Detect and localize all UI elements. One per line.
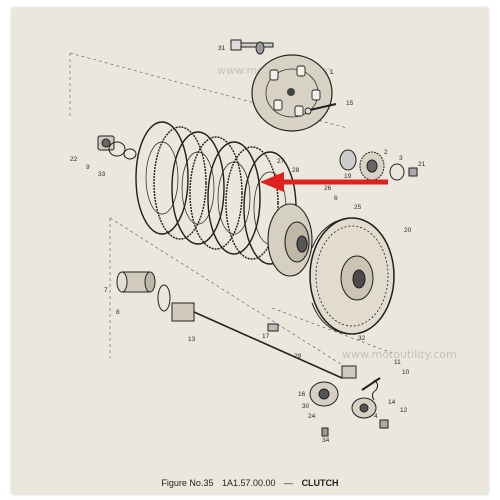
clutch-outer-drum (309, 217, 395, 335)
callout-7: 7 (104, 287, 108, 294)
clutch-exploded-view: www.motoutility.com www.motoutility.com (69, 39, 457, 444)
callout-30: 30 (302, 403, 310, 410)
bearing-gear-group (339, 149, 418, 181)
callout-34: 34 (322, 437, 330, 444)
callout-17: 17 (262, 333, 270, 340)
adjuster-screw (230, 39, 274, 55)
clutch-plate-stack (135, 121, 297, 265)
callout-15: 15 (346, 100, 354, 107)
part-code: 1A1.57.00.00 (221, 478, 276, 488)
callout-8: 8 (116, 309, 120, 316)
callout-25: 25 (354, 204, 362, 211)
splined-shaft (171, 302, 343, 379)
figure-title: CLUTCH (301, 478, 339, 488)
callout-2: 2 (384, 149, 388, 156)
stud-bolt (304, 103, 337, 115)
bushing-washer-group (116, 271, 171, 312)
callout-29: 29 (294, 353, 302, 360)
callout-31: 31 (218, 45, 226, 52)
callout-14: 14 (388, 399, 396, 406)
callout-labels: 31 1 15 22 9 33 2 3 21 27 28 19 26 6 25 … (70, 45, 426, 444)
callout-20: 20 (404, 227, 412, 234)
callout-13: 13 (188, 336, 196, 343)
callout-28: 28 (292, 167, 300, 174)
parts-diagram-sheet: www.motoutility.com www.motoutility.com (12, 8, 488, 494)
clutch-center-hub (267, 203, 313, 277)
figure-number: Figure No.35 (161, 478, 214, 488)
nut-washer-group (97, 135, 137, 160)
callout-24: 24 (308, 413, 316, 420)
callout-11: 11 (394, 359, 401, 366)
callout-12: 12 (400, 407, 408, 414)
callout-10: 10 (402, 369, 410, 376)
release-lever-mechanism (309, 365, 389, 437)
callout-6: 6 (334, 195, 338, 202)
figure-caption: Figure No.35 1A1.57.00.00 — CLUTCH (12, 478, 488, 488)
caption-dash: — (284, 478, 294, 488)
callout-3: 3 (399, 155, 403, 162)
callout-9: 9 (86, 164, 90, 171)
callout-16: 16 (298, 391, 306, 398)
watermark-bottom: www.motoutility.com (342, 348, 457, 361)
callout-22: 22 (70, 156, 78, 163)
callout-1: 1 (330, 69, 334, 76)
callout-32: 32 (358, 335, 366, 342)
callout-33: 33 (98, 171, 106, 178)
callout-19: 19 (344, 173, 352, 180)
callout-27: 27 (277, 158, 285, 165)
pressure-plate (251, 54, 333, 132)
red-pointer-arrow (260, 172, 388, 192)
callout-26: 26 (324, 185, 332, 192)
callout-21: 21 (418, 161, 426, 168)
callout-4: 4 (374, 413, 378, 420)
